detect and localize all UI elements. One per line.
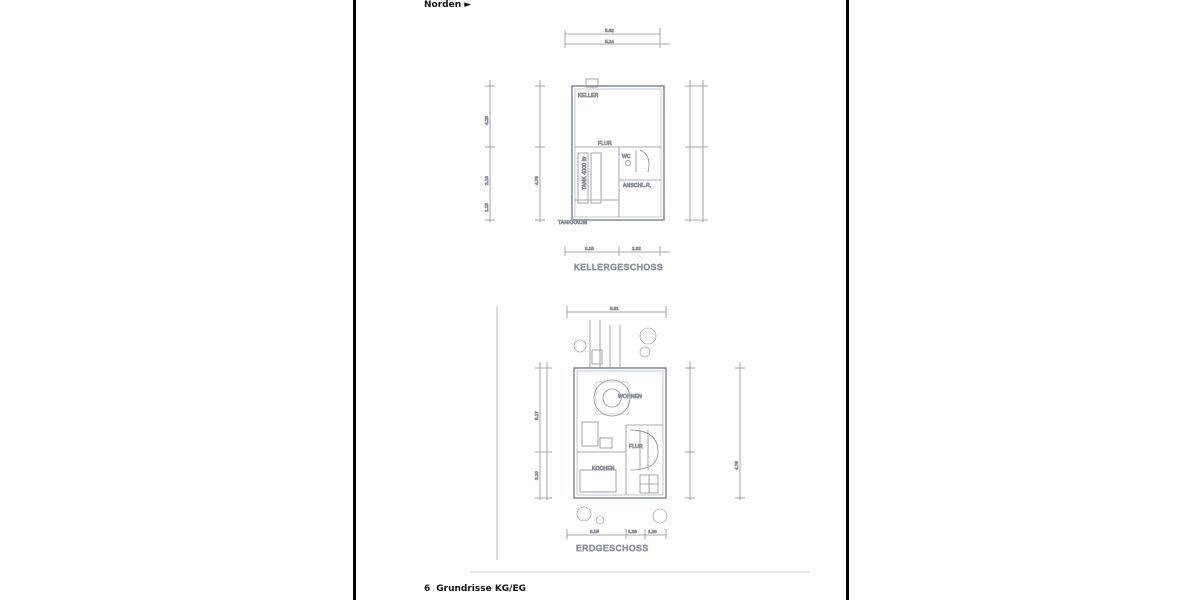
room-label-kochen: KOCHEN	[592, 466, 615, 472]
ground-dim-side-c: 4.76	[734, 461, 739, 470]
ground-dim-top: 5.51	[610, 306, 619, 311]
ground-dim-side-a: 5.17	[534, 411, 539, 420]
room-label-wohnen: WOHNEN	[618, 394, 642, 400]
basement-dim-top-b: 5.24	[605, 39, 614, 44]
basement-dim-side-c: 4.76	[534, 176, 539, 185]
basement-dim-bottom-b: 2.02	[632, 246, 641, 251]
ground-dim-side-b: 3.10	[534, 471, 539, 480]
ground-dim-bottom-b: 1.26	[628, 529, 637, 534]
room-label-anschl: ANSCHL.R.	[623, 183, 651, 189]
basement-dim-side-b: 2.16	[484, 176, 489, 185]
basement-title: KELLERGESCHOSS	[574, 262, 663, 272]
document-page	[353, 0, 849, 600]
ground-dim-bottom-c: 1.26	[648, 529, 657, 534]
ground-floor-plan: 5.51 WOHNEN	[470, 306, 810, 573]
note-tank: TANK 4000 ltr	[582, 156, 588, 190]
note-tankraum: TANKRAUM	[558, 220, 587, 226]
room-label-keller: KELLER	[578, 93, 599, 99]
basement-plan: 5.52 5.24 KELLER FLUR WC ANSCHL.R. TANK …	[484, 28, 708, 272]
basement-dim-top: 5.52	[605, 28, 614, 33]
room-label-flur-eg: FLUR	[629, 444, 643, 450]
ground-title: ERDGESCHOSS	[576, 543, 649, 553]
room-label-wc: WC	[622, 154, 631, 160]
caption-text: Grundrisse KG/EG	[436, 584, 527, 594]
ground-dim-bottom-a: 3.15	[590, 529, 599, 534]
basement-dim-side-a: 4.26	[484, 116, 489, 125]
north-indicator: Norden ►	[424, 0, 472, 10]
page-caption: 6 Grundrisse KG/EG	[424, 584, 532, 594]
caption-number: 6	[424, 584, 431, 594]
basement-dim-bottom-a: 3.15	[585, 246, 594, 251]
room-label-flur: FLUR	[598, 141, 612, 147]
basement-dim-side-d: 1.15	[484, 203, 489, 212]
